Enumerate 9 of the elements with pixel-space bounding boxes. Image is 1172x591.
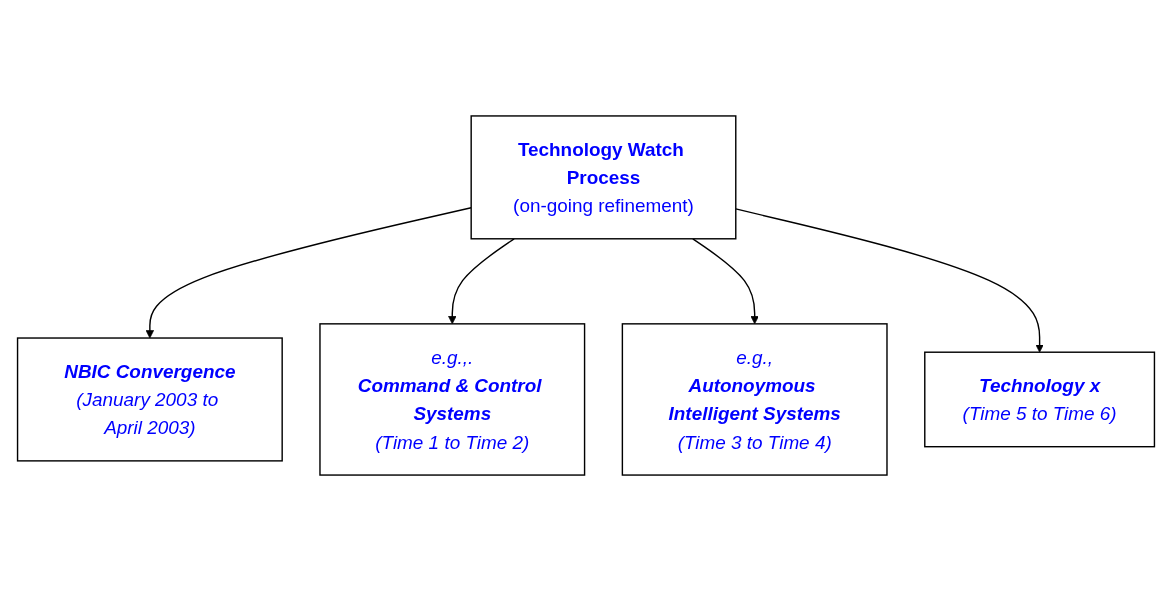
arrow <box>692 238 759 325</box>
node-box: Technology x (Time 5 to Time 6) <box>924 351 1156 448</box>
node-box: Technology Watch Process (on-going refinement) <box>470 115 737 240</box>
arrow <box>448 238 515 325</box>
node-box: e.g.,. Command & Control Systems (Time 1 to Time 2) <box>319 323 586 476</box>
arrow <box>735 208 1044 353</box>
node-box: e.g., Autonoymous Intelligent Systems (Time 3 to Time 4) <box>621 323 888 476</box>
node-box: NBIC Convergence (January 2003 to April 2003) <box>16 337 283 462</box>
arrow <box>145 207 472 339</box>
